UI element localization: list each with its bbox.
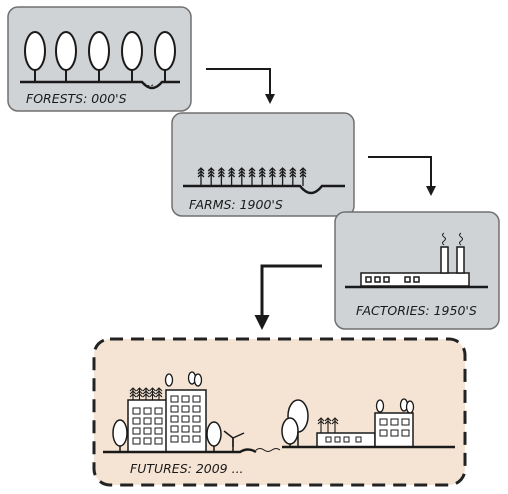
crop-icon	[136, 387, 143, 400]
building-window	[390, 418, 399, 426]
building-window	[154, 407, 163, 415]
crop-icon	[129, 387, 137, 400]
crop-icon	[142, 387, 150, 400]
rooftop-trees	[164, 371, 203, 387]
building-window	[379, 418, 388, 426]
factories-panel-background	[334, 211, 500, 330]
building-window	[170, 415, 179, 423]
factory-building	[360, 246, 470, 287]
factory-smoke	[442, 232, 463, 246]
crop-icon	[279, 167, 287, 186]
building-window	[170, 425, 179, 433]
building-window	[143, 437, 152, 445]
building-window	[132, 417, 141, 425]
building-window	[401, 418, 410, 426]
crop-icon	[289, 167, 297, 186]
tree-1	[24, 31, 46, 71]
building-window	[181, 415, 190, 423]
forest-trees	[24, 31, 176, 71]
building-window	[143, 407, 152, 415]
future-tree	[206, 421, 222, 447]
future-tree	[112, 419, 128, 447]
crop-icon	[248, 167, 256, 186]
wind-turbine-icon	[223, 430, 245, 452]
rooftop-crops-right	[317, 417, 339, 433]
building-window	[181, 405, 190, 413]
crop-icon	[217, 167, 225, 186]
building-window	[132, 437, 141, 445]
arrow-farms-to-factories	[368, 156, 436, 196]
building-window	[154, 417, 163, 425]
building-window	[132, 427, 141, 435]
tree-4	[121, 31, 143, 71]
crop-icon	[155, 387, 163, 400]
factory-window	[374, 276, 381, 283]
building-window	[192, 395, 201, 403]
future-ground-left	[103, 448, 257, 454]
future-tree	[281, 417, 299, 445]
farm-ground-line	[183, 184, 345, 195]
arrow-factories-to-futures	[254, 264, 322, 330]
rooftop-crops	[129, 387, 163, 400]
building-b-windows	[170, 395, 201, 443]
building-window	[181, 435, 190, 443]
building-window	[154, 437, 163, 445]
crop-icon	[207, 167, 215, 186]
tree-5	[154, 31, 176, 71]
tree-3	[88, 31, 110, 71]
building-window	[192, 415, 201, 423]
farms-label: FARMS: 1900'S	[189, 197, 283, 212]
building-window	[192, 405, 201, 413]
futures-panel: FUTURES: 2009 ...	[92, 337, 467, 487]
crop-icon	[238, 167, 246, 186]
factory-window	[404, 276, 411, 283]
building-window	[192, 425, 201, 433]
building-window	[181, 395, 190, 403]
farms-panel: FARMS: 1900'S	[171, 112, 355, 217]
building-window	[390, 429, 399, 437]
building-c-windows	[325, 436, 362, 443]
crop-icon	[197, 167, 205, 186]
building-a-windows	[132, 407, 163, 445]
building-window	[379, 429, 388, 437]
smokestack-1	[440, 246, 449, 274]
crop-icon	[258, 167, 266, 186]
building-d-windows	[379, 418, 410, 437]
future-stream	[255, 448, 281, 452]
building-window	[181, 425, 190, 433]
building-window	[154, 427, 163, 435]
forest-stream	[143, 82, 155, 87]
crop-icon	[268, 167, 276, 186]
forest-trunks	[34, 70, 166, 82]
factories-panel: FACTORIES: 1950'S	[334, 211, 500, 330]
forests-label: FORESTS: 000'S	[26, 91, 127, 106]
factories-label: FACTORIES: 1950'S	[356, 303, 477, 318]
building-window	[143, 427, 152, 435]
crop-icon	[228, 167, 236, 186]
building-window	[143, 417, 152, 425]
farm-crops	[197, 167, 307, 186]
farms-panel-background	[171, 112, 355, 217]
building-window	[170, 405, 179, 413]
rooftop-trees-right	[375, 398, 415, 414]
smokestack-2	[456, 246, 465, 274]
building-window	[192, 435, 201, 443]
factory-window	[365, 276, 372, 283]
building-window	[170, 395, 179, 403]
factory-window	[383, 276, 390, 283]
factory-window	[413, 276, 420, 283]
building-window	[170, 435, 179, 443]
arrow-forests-to-farms	[206, 68, 275, 104]
building-window	[132, 407, 141, 415]
forests-panel: FORESTS: 000'S	[7, 6, 192, 112]
crop-icon	[149, 387, 156, 400]
futures-label: FUTURES: 2009 ...	[130, 461, 244, 476]
forest-ground-line	[20, 80, 180, 90]
tree-2	[55, 31, 77, 71]
crop-icon	[299, 167, 307, 186]
building-window	[401, 429, 410, 437]
